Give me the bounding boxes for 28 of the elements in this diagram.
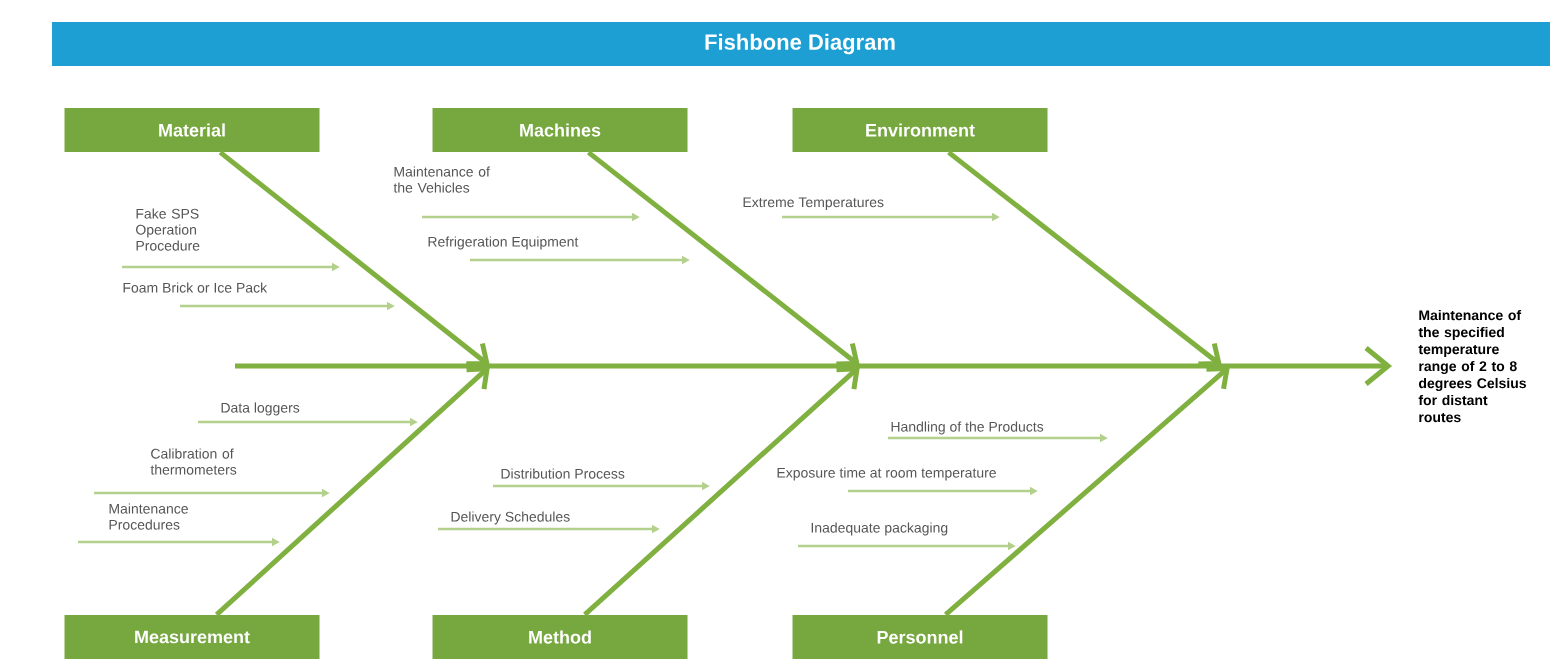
category-box: Measurement bbox=[64, 615, 320, 659]
cause-label: Delivery Schedules bbox=[451, 511, 570, 525]
cause-label: Maintenance of the Vehicles bbox=[393, 166, 490, 193]
cause-label: Exposure time at room temperature bbox=[777, 467, 996, 481]
cause-label: Distribution Process bbox=[501, 468, 625, 479]
category-box: Method bbox=[432, 615, 688, 659]
cause-label: Inadequate packaging bbox=[811, 522, 948, 536]
category-box: Personnel bbox=[792, 615, 1048, 659]
bone-arrow bbox=[214, 366, 490, 617]
cause-label: Fake SPS Operation Procedure bbox=[136, 208, 200, 251]
cause-label: Foam Brick or Ice Pack bbox=[123, 282, 268, 293]
cause-label: Calibration of thermometers bbox=[150, 448, 237, 475]
category-box: Material bbox=[64, 108, 320, 152]
bone-arrow bbox=[947, 150, 1222, 367]
bone-arrow bbox=[218, 150, 490, 367]
cause-label: Maintenance Procedures bbox=[109, 503, 188, 530]
bone-arrow bbox=[583, 366, 860, 617]
effect-label: Maintenance of the specified temperature range of 2 to 8 degrees Celsius for distant routes bbox=[1418, 309, 1526, 423]
cause-label: Data loggers bbox=[221, 402, 300, 416]
cause-label: Refrigeration Equipment bbox=[428, 236, 579, 250]
category-box: Machines bbox=[432, 108, 688, 152]
spine-arrow bbox=[235, 346, 1392, 386]
title-banner: Fishbone Diagram bbox=[52, 22, 1550, 66]
bone-arrow bbox=[943, 366, 1230, 617]
cause-label: Handling of the Products bbox=[891, 421, 1044, 435]
category-box: Environment bbox=[792, 108, 1048, 152]
bone-arrow bbox=[586, 150, 860, 367]
cause-label: Extreme Temperatures bbox=[743, 197, 884, 210]
